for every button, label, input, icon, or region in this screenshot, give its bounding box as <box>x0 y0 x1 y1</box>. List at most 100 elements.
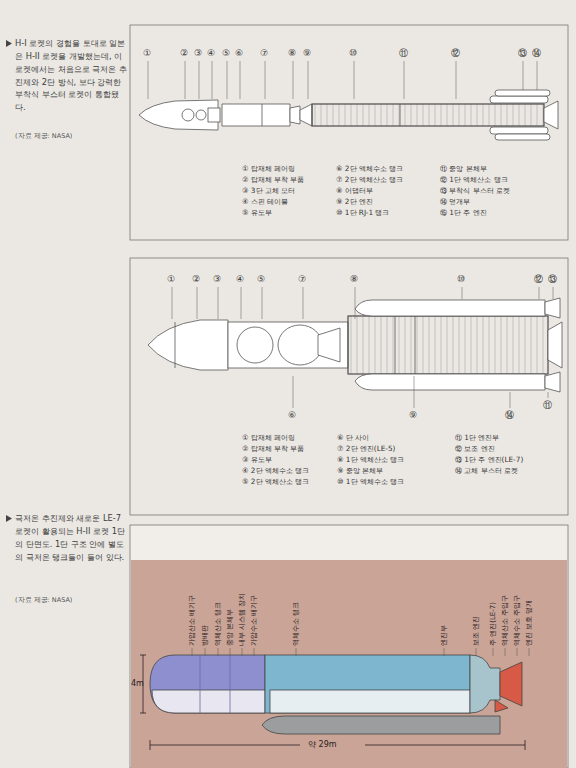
part-label: 보조 엔진 <box>472 616 481 646</box>
part-list-item: ⑫ 1단 액체산소 탱크 <box>440 175 508 184</box>
leader-line <box>548 392 549 398</box>
callout-number: ⑩ <box>349 48 357 59</box>
part-list-item: ④ 2단 액체수소 탱크 <box>242 466 309 475</box>
caption-marker <box>6 515 12 522</box>
leader-line <box>293 61 294 99</box>
leader-line <box>539 287 540 299</box>
part-list-item: ⑥ 단 사이 <box>337 433 369 442</box>
part-list-item: ⑩ 1단 RJ-1 탱크 <box>336 208 389 217</box>
part-list-item: ③ 유도부 <box>242 455 272 464</box>
part-list-item: ⑮ 1단 주 엔진 <box>440 208 487 217</box>
callout-number: ② <box>180 48 188 59</box>
leader-line <box>227 61 228 99</box>
leader-line <box>476 648 477 656</box>
leader-line <box>537 61 538 90</box>
panel-ground <box>131 560 567 768</box>
part-list-item: ⑤ 유도부 <box>242 208 272 217</box>
leader-line <box>456 61 457 99</box>
leader-lines <box>148 61 553 656</box>
dimension-label: 약 29m <box>308 740 337 750</box>
callout-number: ⑩ <box>457 274 465 285</box>
rocket-h1 <box>139 90 558 140</box>
leader-line <box>192 648 193 656</box>
leader-line <box>218 287 219 319</box>
part-list-item: ⑨ 중앙 본체부 <box>337 466 383 475</box>
leader-line <box>172 287 173 319</box>
leader-line <box>493 648 494 656</box>
callout-number: ⑭ <box>505 410 514 421</box>
callout-number: ⑧ <box>350 274 358 285</box>
first-stage-cutaway <box>140 655 525 750</box>
part-list-item: ⑦ 2단 액체산소 탱크 <box>336 175 403 184</box>
leader-line <box>185 61 186 99</box>
part-label: 액체수소 주입구 <box>513 595 522 646</box>
leader-line <box>355 287 356 319</box>
callout-number: ⑪ <box>543 400 552 411</box>
part-label: 액체산소 주입구 <box>501 595 510 646</box>
part-list-item: ⑬ 1단 주 엔진(LE-7) <box>455 455 523 464</box>
callout-number: ⑦ <box>298 274 306 285</box>
panel-frame <box>130 525 568 768</box>
callout-number: ② <box>192 274 200 285</box>
leader-line <box>212 61 213 99</box>
leader-line <box>404 61 405 99</box>
leader-line <box>205 648 206 656</box>
leader-line <box>444 648 445 656</box>
panel-frame <box>130 258 568 515</box>
callout-number: ⑫ <box>451 48 460 59</box>
part-list-item: ⑬ 부착식 부스터 로켓 <box>440 186 510 195</box>
part-label: 중앙 본체부 <box>226 609 235 646</box>
callout-number: ⑨ <box>409 410 417 421</box>
leader-line <box>218 648 219 656</box>
leader-line <box>197 287 198 319</box>
leader-line <box>529 648 530 656</box>
part-list-item: ⑥ 2단 액체수소 탱크 <box>336 164 403 173</box>
part-list-item: ⑧ 어댑터부 <box>336 186 373 195</box>
part-label: 엔진부 <box>440 625 449 646</box>
leader-line <box>308 61 309 99</box>
part-list-item: ⑨ 2단 엔진 <box>336 197 373 206</box>
leader-line <box>462 287 463 299</box>
leader-line <box>240 61 241 99</box>
leader-line <box>296 648 297 656</box>
leader-line <box>230 648 231 656</box>
part-list-item: ⑤ 2단 액체산소 탱크 <box>242 477 309 486</box>
leader-line <box>242 648 243 656</box>
callout-number: ① <box>167 274 175 285</box>
callout-number: ⑥ <box>235 48 243 59</box>
part-label: 내부 시스템 장치 <box>238 593 247 646</box>
callout-number: ⑫ <box>534 274 543 285</box>
callout-number: ⑨ <box>303 48 311 59</box>
callout-number: ⑤ <box>257 274 265 285</box>
callout-number: ③ <box>213 274 221 285</box>
part-list-item: ② 탑재체 부착 부품 <box>242 444 305 453</box>
part-list-item: ① 탑재체 페어링 <box>242 164 295 173</box>
panel-frame <box>130 25 568 240</box>
part-list-item: ① 탑재체 페어링 <box>242 433 295 442</box>
leader-line <box>510 392 511 408</box>
part-label: 가압산소 배기구 <box>188 595 197 646</box>
leader-line <box>293 376 294 408</box>
part-label: 방배판 <box>201 625 210 646</box>
caption-text: H-I 로켓의 경험을 토대로 일본은 H-II 로켓을 개발했는데, 이 로켓… <box>15 37 127 114</box>
leader-line <box>254 648 255 656</box>
leader-line <box>199 61 200 99</box>
part-list-item: ⑪ 중앙 본체부 <box>440 164 487 173</box>
leader-line <box>505 648 506 656</box>
part-list-item: ② 탑재체 부착 부품 <box>242 175 305 184</box>
callout-number: ⑬ <box>548 274 557 285</box>
part-list-item: ⑭ 덮개부 <box>440 197 470 206</box>
callout-number: ⑤ <box>222 48 230 59</box>
part-list-item: ⑭ 고체 부스터 로켓 <box>455 466 518 475</box>
source-note: (자료 제공: NASA) <box>15 132 72 140</box>
callout-number: ③ <box>194 48 202 59</box>
leader-line <box>553 287 554 299</box>
callout-number: ⑬ <box>518 48 527 59</box>
part-label: 가압수소 배기구 <box>250 595 259 646</box>
part-list-item: ⑩ 1단 액체수소 탱크 <box>337 477 404 486</box>
callout-number: ④ <box>236 274 244 285</box>
callout-number: ④ <box>207 48 215 59</box>
leader-line <box>148 61 149 99</box>
part-list-item: ③ 3단 고체 모터 <box>242 186 295 195</box>
